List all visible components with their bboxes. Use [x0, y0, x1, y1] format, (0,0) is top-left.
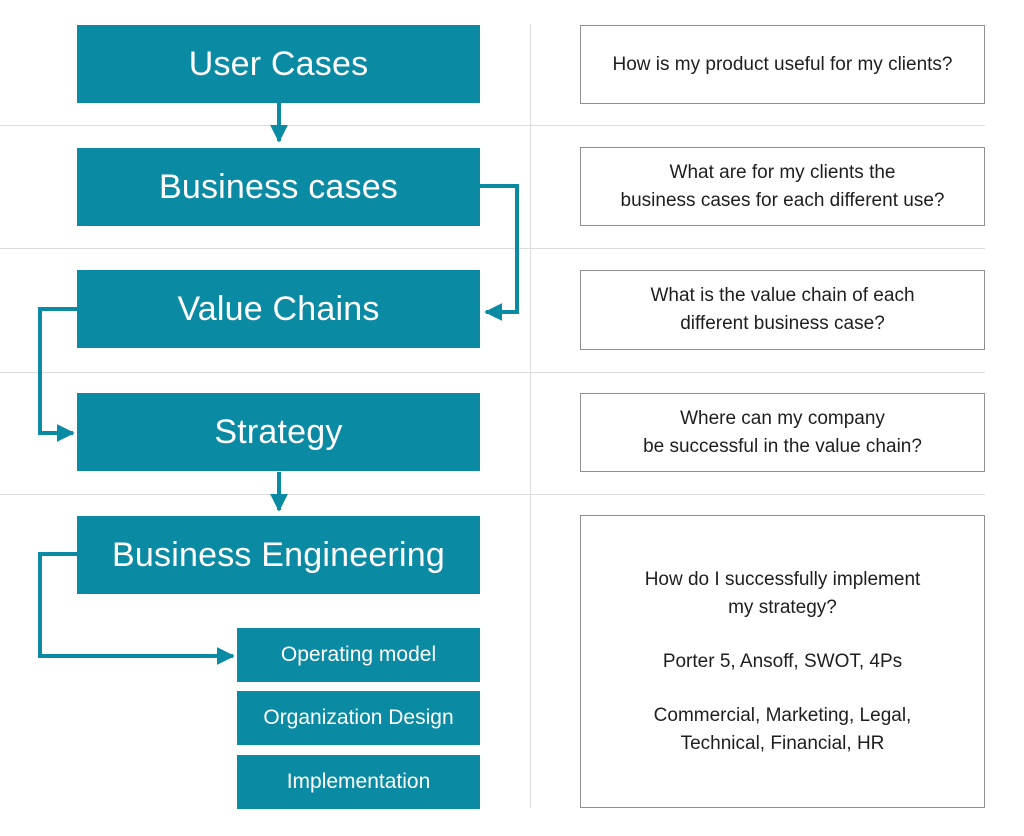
- question-text: How do I successfully implement my strat…: [644, 568, 921, 618]
- arrow-business-to-value: [480, 184, 519, 321]
- substep-implementation: Implementation: [237, 755, 480, 809]
- substep-organization-design: Organization Design: [237, 691, 480, 745]
- step-business-cases: Business cases: [77, 148, 480, 226]
- tools-text: Porter 5, Ansoff, SWOT, 4Ps: [662, 650, 903, 672]
- question-text: What are for my clients the business cas…: [620, 161, 945, 211]
- question-box-strategy: Where can my company be successful in th…: [580, 393, 985, 472]
- question-text: Where can my company be successful in th…: [643, 407, 922, 457]
- question-box-business-engineering: How do I successfully implement my strat…: [580, 515, 985, 808]
- step-strategy: Strategy: [77, 393, 480, 471]
- row-divider-4: [0, 494, 985, 495]
- substep-operating-model: Operating model: [237, 628, 480, 682]
- step-value-chains: Value Chains: [77, 270, 480, 348]
- question-text: What is the value chain of each differen…: [650, 285, 915, 334]
- row-divider-2: [0, 248, 985, 249]
- question-box-user-cases: How is my product useful for my clients?: [580, 25, 985, 104]
- column-divider: [530, 24, 531, 808]
- row-divider-3: [0, 372, 985, 373]
- row-divider-1: [0, 125, 985, 126]
- question-text: How is my product useful for my clients?: [612, 53, 953, 75]
- areas-text: Commercial, Marketing, Legal, Technical,…: [653, 704, 912, 754]
- question-box-value-chains: What is the value chain of each differen…: [580, 270, 985, 350]
- step-user-cases: User Cases: [77, 25, 480, 103]
- step-business-engineering: Business Engineering: [77, 516, 480, 594]
- arrow-value-to-strategy: [38, 307, 77, 442]
- question-box-business-cases: What are for my clients the business cas…: [580, 147, 985, 226]
